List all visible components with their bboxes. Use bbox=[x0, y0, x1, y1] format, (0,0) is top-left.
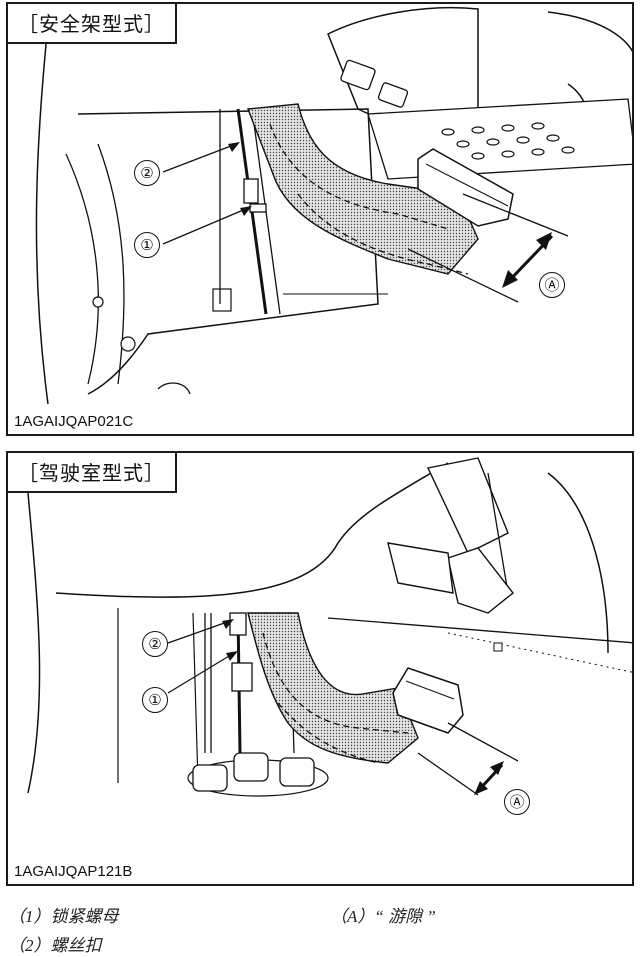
callout-turnbuckle: ② bbox=[142, 631, 168, 657]
panel-title: ［驾驶室型式］ bbox=[8, 453, 177, 493]
callout-clearance: Ⓐ bbox=[504, 789, 530, 815]
figure-code: 1AGAIJQAP021C bbox=[14, 413, 138, 430]
lock-nut-icon bbox=[249, 203, 267, 213]
figure-code: 1AGAIJQAP121B bbox=[14, 863, 137, 880]
figure-panel-cab: ［驾驶室型式］ bbox=[6, 451, 634, 886]
legend-item-clearance: （A）“ 游隙 ” bbox=[330, 907, 436, 926]
turnbuckle-icon bbox=[229, 612, 247, 636]
legend-item-lock-nut: （1）锁紧螺母 bbox=[8, 907, 119, 926]
pedal-icon bbox=[392, 667, 464, 734]
callout-lock-nut: ① bbox=[134, 232, 160, 258]
pedal-icon bbox=[340, 59, 409, 108]
pedal-icon bbox=[417, 148, 514, 227]
figure-panel-safety-frame: ［安全架型式］ bbox=[6, 2, 634, 436]
turnbuckle-icon bbox=[243, 178, 259, 204]
callout-lock-nut: ① bbox=[142, 687, 168, 713]
legend-item-turnbuckle: （2）螺丝扣 bbox=[8, 936, 102, 955]
pedal-linkage-drawing-bottom bbox=[27, 457, 632, 797]
pedal-icon bbox=[387, 542, 514, 614]
callout-clearance: Ⓐ bbox=[539, 272, 565, 298]
callout-turnbuckle: ② bbox=[134, 160, 160, 186]
panel-title: ［安全架型式］ bbox=[8, 4, 177, 44]
pedal-linkage-drawing-top bbox=[35, 6, 632, 405]
lock-nut-icon bbox=[231, 662, 253, 692]
